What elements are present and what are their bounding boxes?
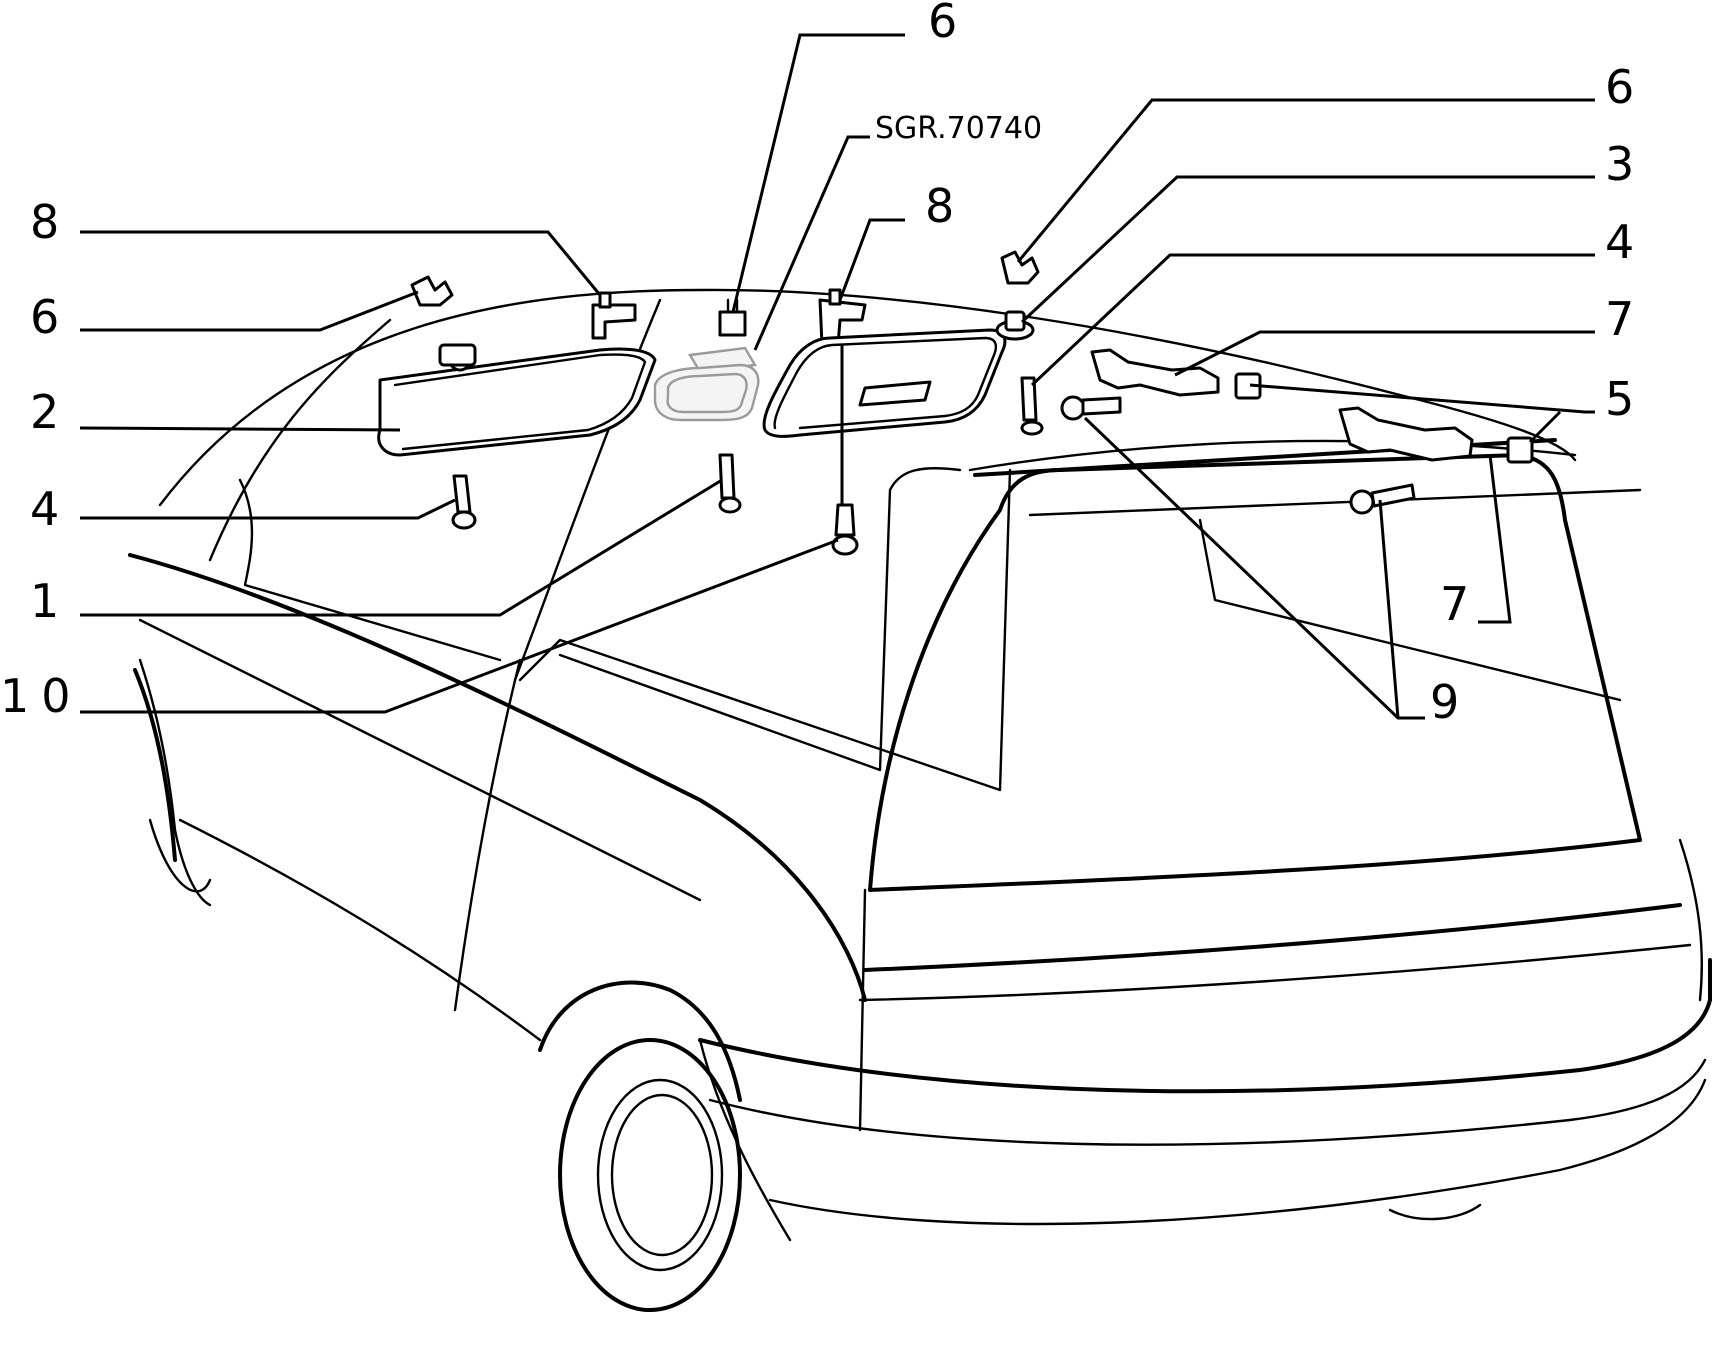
callout-8-center: 8 <box>925 179 954 233</box>
callout-6-top: 6 <box>928 0 957 48</box>
callout-8-left: 8 <box>30 195 59 249</box>
callout-7-upper: 7 <box>1605 292 1634 346</box>
car-body-outline <box>128 288 1712 1312</box>
screw-1 <box>718 453 742 514</box>
sun-visor-right <box>762 328 1007 438</box>
reference-code: SGR.70740 <box>875 111 1042 146</box>
callout-7-lower: 7 <box>1440 577 1469 631</box>
callout-6-right: 6 <box>1605 60 1634 114</box>
screw-4-right <box>1020 376 1044 436</box>
callout-6-left: 6 <box>30 290 59 344</box>
rear-view-mirror <box>653 346 760 422</box>
sun-visor-left <box>377 343 657 457</box>
visor-hinge-right <box>995 310 1035 341</box>
callout-9: 9 <box>1430 675 1459 729</box>
screw-9-upper <box>1060 395 1122 421</box>
callout-5: 5 <box>1605 372 1634 426</box>
visor-hook-left <box>591 291 637 340</box>
screw-10 <box>831 503 859 556</box>
clip-left <box>410 275 454 307</box>
callout-4-right: 4 <box>1605 215 1634 269</box>
screw-9-lower <box>1349 483 1416 515</box>
callout-4-left: 4 <box>30 482 59 536</box>
clip-top <box>718 298 747 337</box>
clip-right <box>1000 250 1040 285</box>
callout-2: 2 <box>30 385 59 439</box>
callout-3: 3 <box>1605 137 1634 191</box>
screw-4-left <box>451 474 477 530</box>
clip-5-lower <box>1506 436 1534 464</box>
callout-10: 10 <box>0 669 83 723</box>
callout-1: 1 <box>30 574 59 628</box>
grab-handle-lower <box>1338 406 1474 462</box>
grab-handle-upper <box>1090 348 1220 397</box>
leader-lines <box>79 33 1595 720</box>
